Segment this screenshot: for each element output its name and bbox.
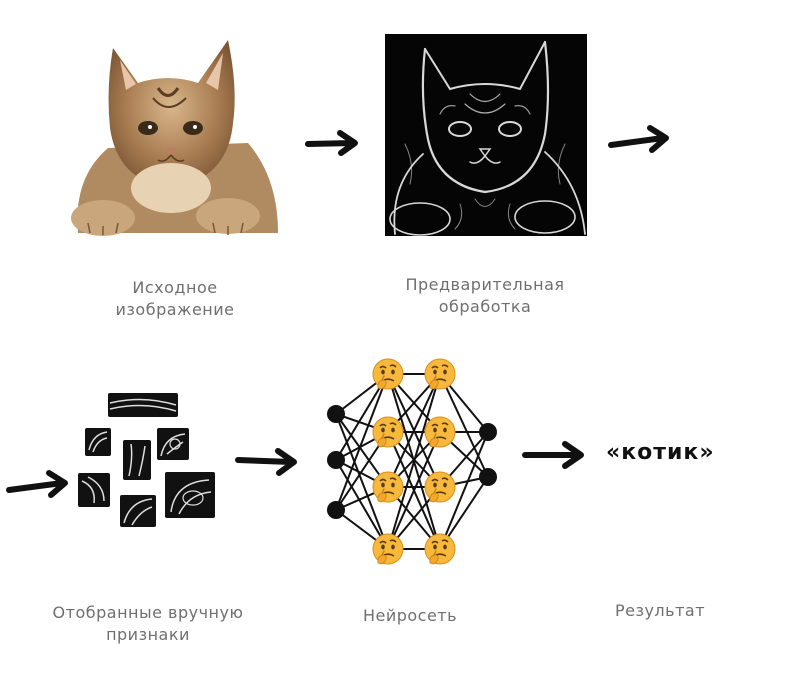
neural-network-label: Нейросеть <box>362 606 458 625</box>
input-node <box>327 501 345 519</box>
thinking-face-emoji-icon <box>372 358 404 390</box>
arrow-right-icon <box>235 448 297 476</box>
cat-edge-map-icon <box>385 34 587 236</box>
output-node <box>479 423 497 441</box>
preprocessing-label: Предварительная обработка <box>405 275 565 316</box>
input-node <box>327 405 345 423</box>
thinking-face-emoji-icon <box>424 416 456 448</box>
feature-patch-icon <box>120 495 156 527</box>
thinking-face-emoji-icon <box>424 358 456 390</box>
feature-patch-icon <box>85 428 111 456</box>
input-node <box>327 451 345 469</box>
arrow-right-icon <box>608 125 669 153</box>
thinking-face-emoji-icon <box>424 533 456 565</box>
source-image-label: Исходное изображение <box>115 278 235 319</box>
neural-network-diagram <box>327 373 497 550</box>
thinking-face-emoji-icon <box>372 533 404 565</box>
result-text: «котик» <box>606 440 715 465</box>
output-node <box>479 468 497 486</box>
thinking-face-emoji-icon <box>372 416 404 448</box>
feature-patch-icon <box>78 473 110 507</box>
feature-patch-icon <box>123 440 151 480</box>
feature-patch-icon <box>157 428 189 460</box>
result-label: Результат <box>614 601 706 620</box>
feature-patch-icon <box>108 393 178 417</box>
feature-patch-icon <box>165 472 215 518</box>
arrow-right-icon <box>522 441 584 469</box>
cat-photo-icon <box>71 40 278 236</box>
thinking-face-emoji-icon <box>424 471 456 503</box>
arrow-right-icon <box>305 130 358 156</box>
arrow-right-icon <box>6 470 68 498</box>
thinking-face-emoji-icon <box>372 471 404 503</box>
selected-features-label: Отобранные вручную признаки <box>52 603 244 644</box>
